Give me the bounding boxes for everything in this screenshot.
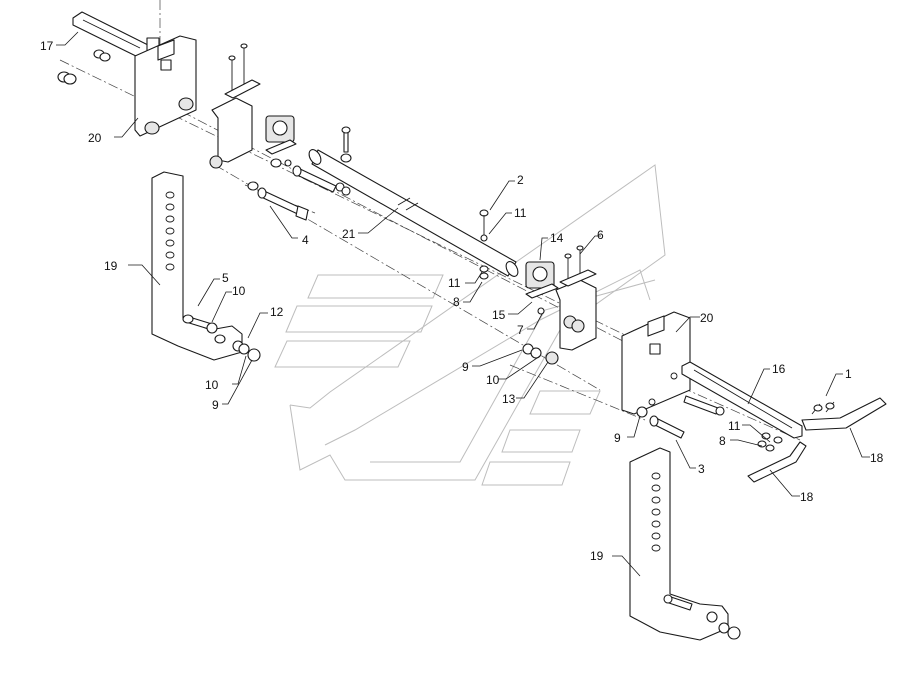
callout-17: 17 <box>40 39 54 53</box>
u-bolt-18-lower <box>747 432 807 483</box>
callout-9-left: 9 <box>212 398 219 412</box>
u-bolt-18-upper <box>801 397 887 431</box>
callout-8-right: 8 <box>719 434 726 448</box>
callout-7: 7 <box>517 323 524 337</box>
callout-18-lower: 18 <box>800 490 814 504</box>
mounting-plate-20-right <box>621 311 691 415</box>
callout-16: 16 <box>772 362 786 376</box>
callout-1: 1 <box>845 367 852 381</box>
mounting-plate-20-left <box>134 35 197 137</box>
callout-4: 4 <box>302 233 309 247</box>
callout-6: 6 <box>597 228 604 242</box>
hanger-bracket-left <box>209 43 261 169</box>
callout-18-upper: 18 <box>870 451 884 465</box>
callout-9-center: 9 <box>462 360 469 374</box>
callout-8-center: 8 <box>453 295 460 309</box>
callout-11-top: 11 <box>514 206 527 220</box>
callout-14: 14 <box>550 231 564 245</box>
callout-10-upper-left: 10 <box>232 284 246 298</box>
callout-2: 2 <box>517 173 524 187</box>
hardware-right-plate <box>636 395 725 439</box>
bolt-2 <box>479 209 489 280</box>
pipe-clamp-left <box>265 115 297 167</box>
callout-labels: 17 20 19 5 10 12 10 9 4 21 2 11 11 8 14 … <box>40 39 884 563</box>
callout-5: 5 <box>222 271 229 285</box>
adjustment-bracket-19-left <box>151 171 243 361</box>
callout-12: 12 <box>270 305 284 319</box>
callout-13: 13 <box>502 392 516 406</box>
callout-9-right: 9 <box>614 431 621 445</box>
callout-11-center: 11 <box>448 276 461 290</box>
callout-11-right: 11 <box>728 419 741 433</box>
nuts-top-left <box>57 49 111 85</box>
hardware-clamp-left <box>270 126 352 196</box>
hardware-left-bracket <box>182 314 261 362</box>
callout-3: 3 <box>698 462 705 476</box>
callout-20-right: 20 <box>700 311 714 325</box>
pipe-clamp-right <box>525 261 559 315</box>
bolt-4 <box>247 181 309 221</box>
callout-21: 21 <box>342 227 356 241</box>
callout-19-left: 19 <box>104 259 118 273</box>
callout-10-center: 10 <box>486 373 500 387</box>
callout-20-left: 20 <box>88 131 102 145</box>
callout-10-lower-left: 10 <box>205 378 219 392</box>
slotted-bracket-16 <box>681 361 803 439</box>
watermark-logo <box>274 164 666 486</box>
cross-tube-21 <box>308 149 519 277</box>
adjustment-bracket-19-right <box>629 447 741 641</box>
callout-15: 15 <box>492 308 506 322</box>
callout-19-right: 19 <box>590 549 604 563</box>
washers-center <box>522 343 542 359</box>
hanger-bracket-right <box>545 245 597 365</box>
leader-lines <box>56 31 870 577</box>
